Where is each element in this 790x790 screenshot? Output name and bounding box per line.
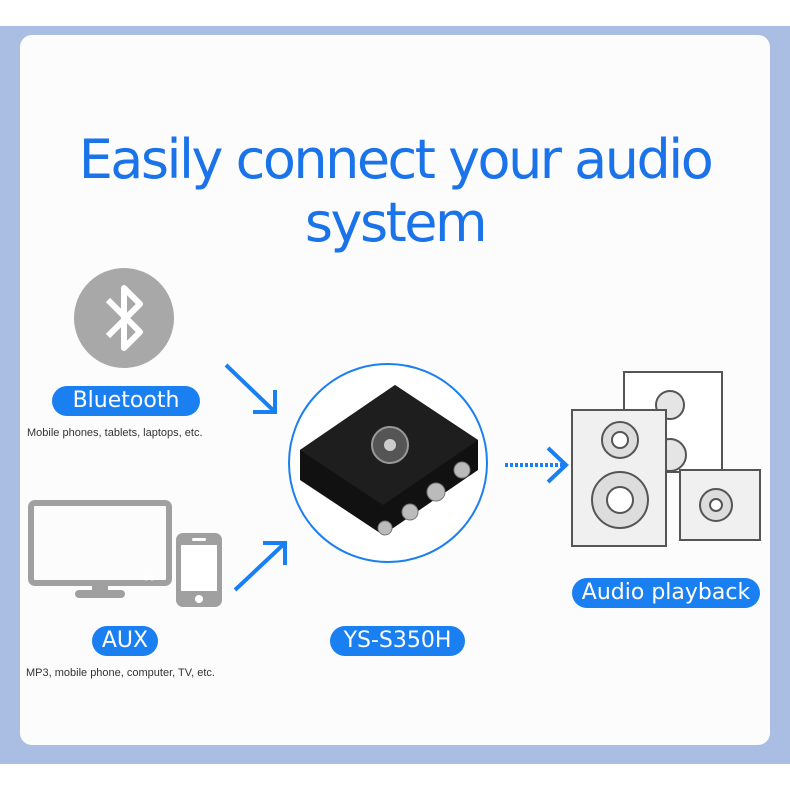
bluetooth-label: Bluetooth (52, 386, 200, 416)
audio-playback-label: Audio playback (572, 578, 760, 608)
bluetooth-caption: Mobile phones, tablets, laptops, etc. (27, 427, 203, 439)
page-title: Easily connect your audio system (78, 128, 714, 254)
arrow-icon (224, 363, 569, 592)
aux-label: AUX (92, 626, 158, 656)
speakers-icon (571, 371, 761, 547)
aux-caption: MP3, mobile phone, computer, TV, etc. (26, 667, 215, 679)
device-label: YS-S350H (330, 626, 465, 656)
phone-icon (176, 533, 222, 607)
monitor-icon (28, 500, 172, 598)
bluetooth-icon (74, 268, 174, 368)
amplifier-board-image (288, 363, 488, 563)
